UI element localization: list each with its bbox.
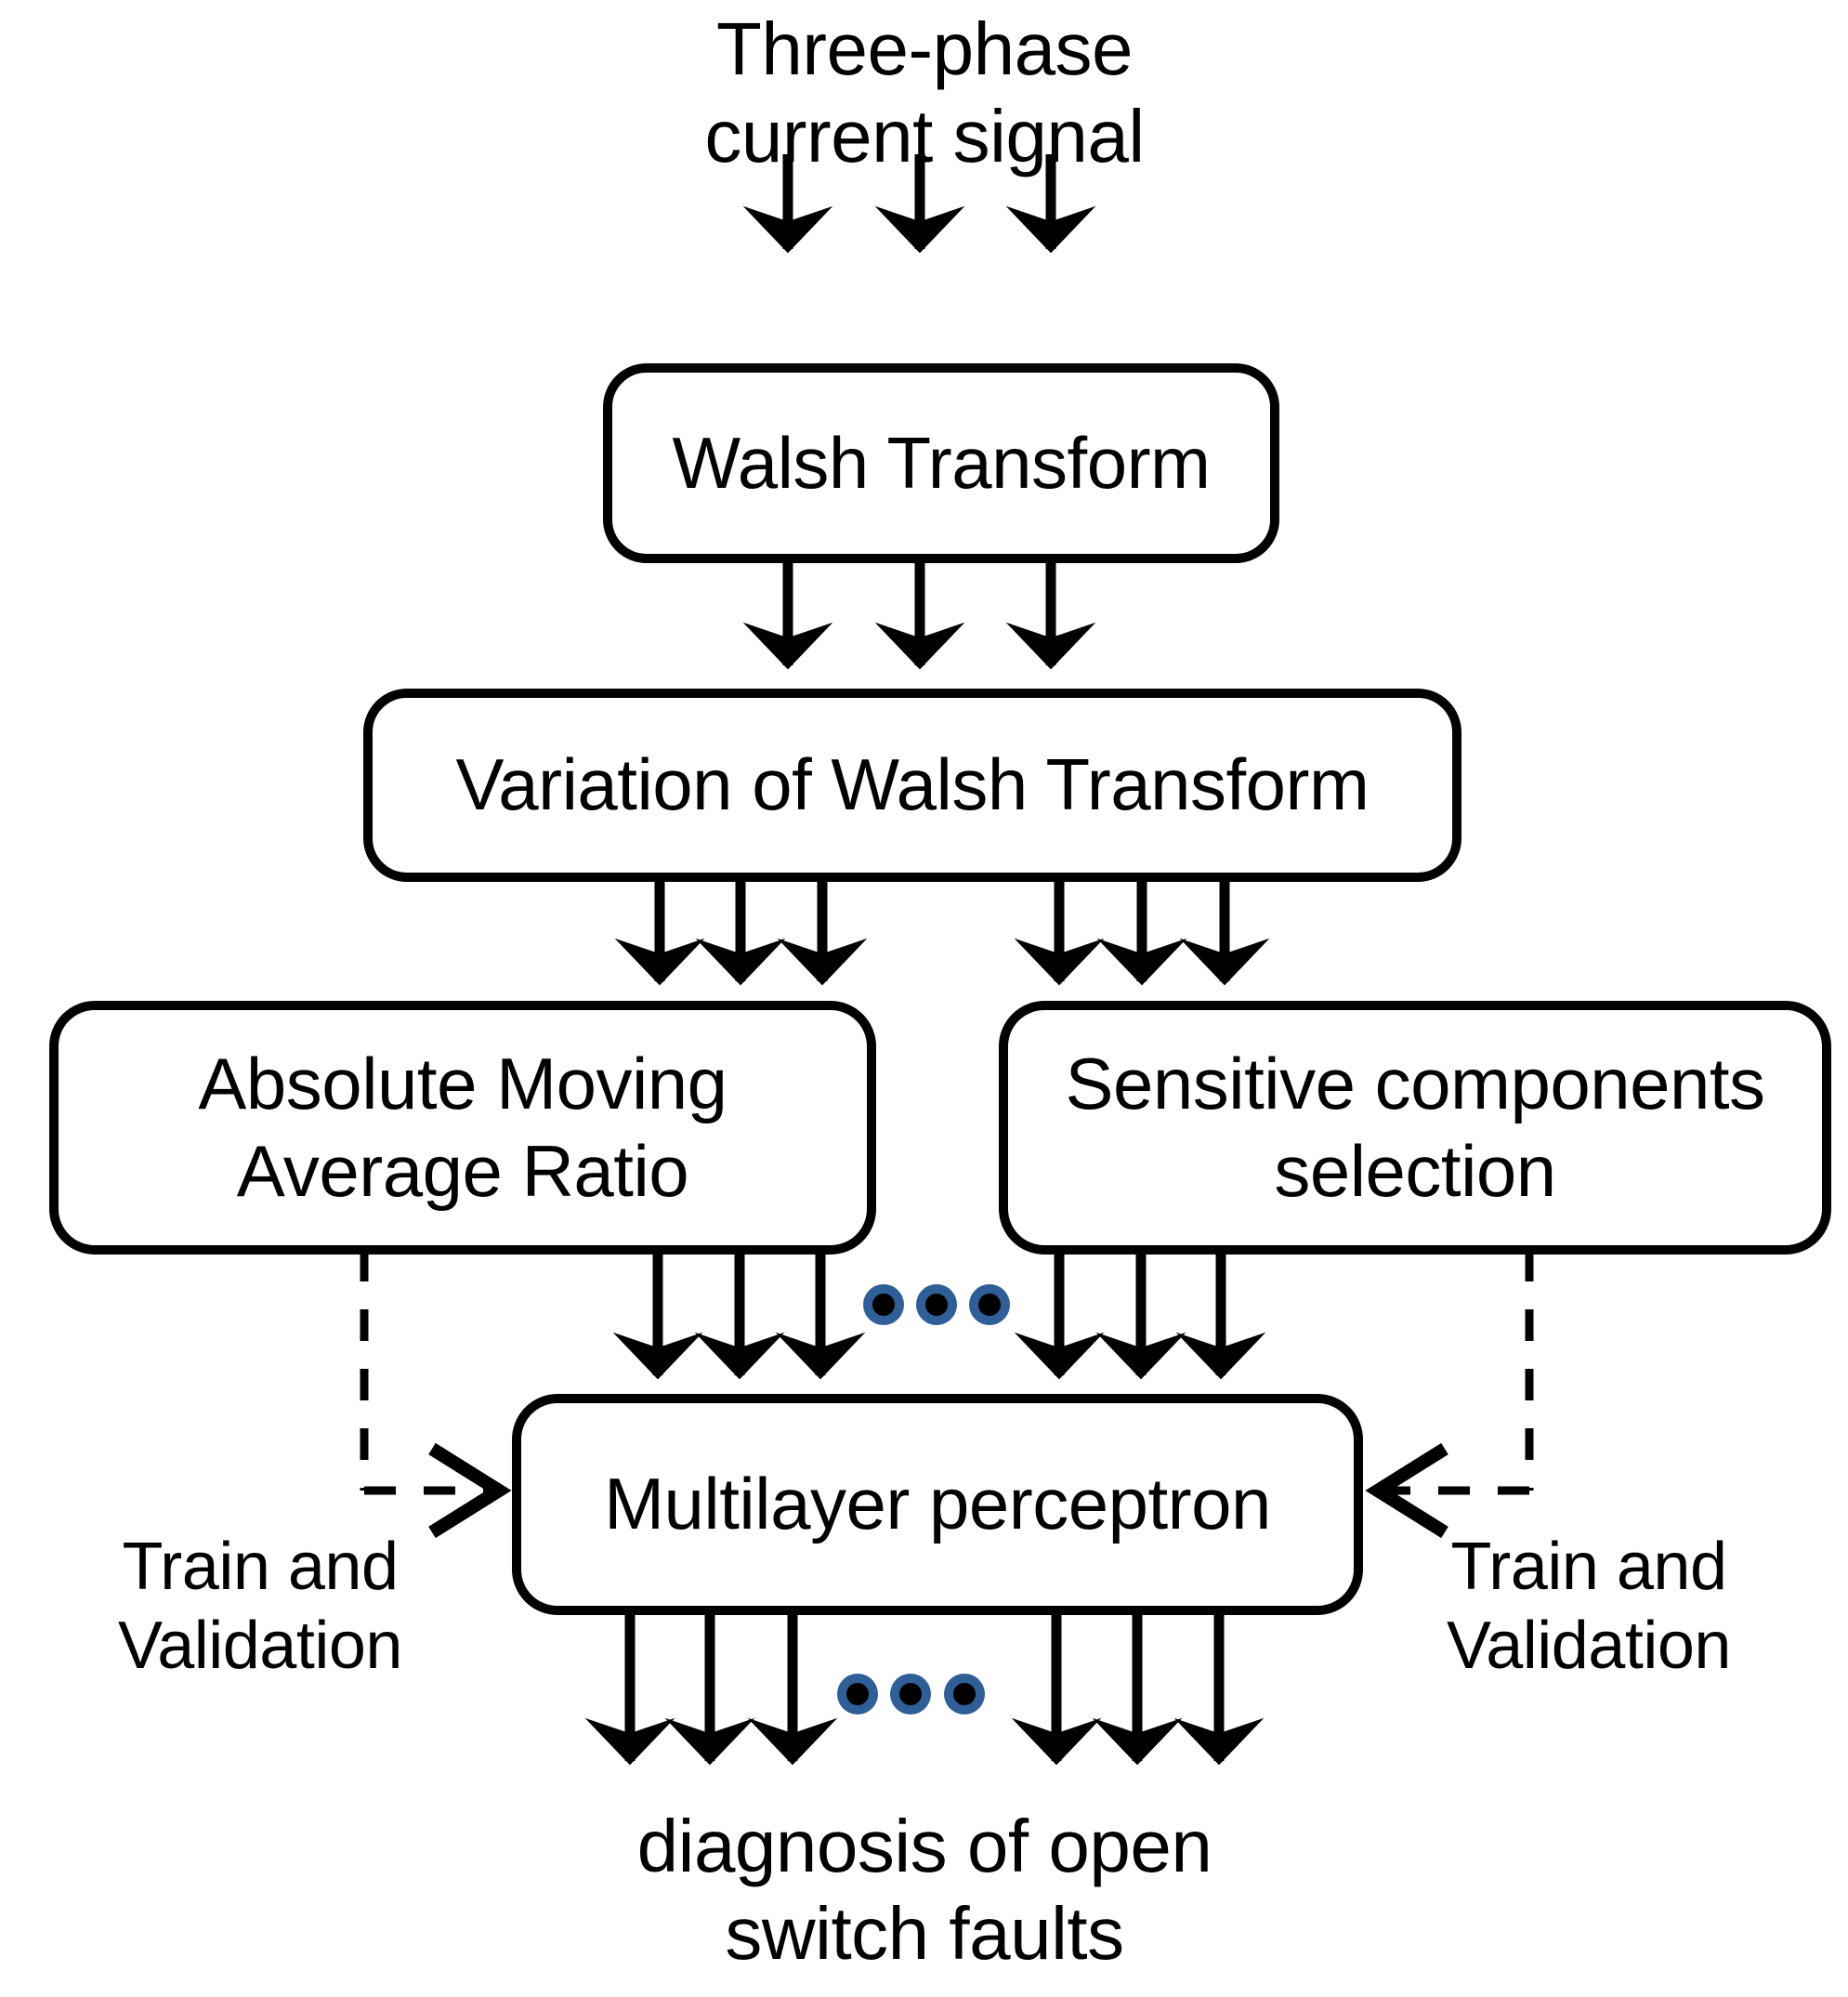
arrows-variation-to-amar <box>614 877 868 986</box>
box-label-multilayer-perceptron: Multilayer perceptron <box>604 1463 1271 1545</box>
arrows-mlp-to-output-right <box>1011 1610 1265 1766</box>
box-label-walsh-transform: Walsh Transform <box>672 421 1211 504</box>
arrows-signal-to-walsh <box>742 154 1096 254</box>
arrows-mlp-to-output-left <box>584 1610 838 1766</box>
arrows-walsh-to-variation <box>742 558 1096 670</box>
annotation-train-and-validation-right: Train and Validation <box>1447 1530 1731 1683</box>
ellipsis-dots-lower <box>837 1674 985 1715</box>
arrows-sensitive-to-mlp <box>1014 1250 1266 1380</box>
box-label-sensitive-components-selection: Sensitive components selection <box>1065 1042 1765 1212</box>
box-walsh-transform <box>603 363 1279 563</box>
box-label-variation-of-walsh-transform: Variation of Walsh Transform <box>455 743 1370 826</box>
box-multilayer-perceptron <box>512 1394 1363 1615</box>
arrows-variation-to-sensitive <box>1014 877 1270 986</box>
output-label-diagnosis-of-open-switch-faults: diagnosis of open switch faults <box>636 1805 1212 1976</box>
input-label-three-phase-current-signal: Three-phase current signal <box>704 7 1145 178</box>
box-absolute-moving-average-ratio <box>49 1001 876 1255</box>
box-sensitive-components-selection <box>999 1001 1831 1255</box>
ellipsis-dots-upper <box>863 1284 1010 1325</box>
arrows-amar-to-mlp <box>612 1250 866 1380</box>
box-label-absolute-moving-average-ratio: Absolute Moving Average Ratio <box>198 1042 727 1212</box>
annotation-train-and-validation-left: Train and Validation <box>118 1530 402 1683</box>
box-variation-of-walsh-transform <box>363 689 1461 882</box>
